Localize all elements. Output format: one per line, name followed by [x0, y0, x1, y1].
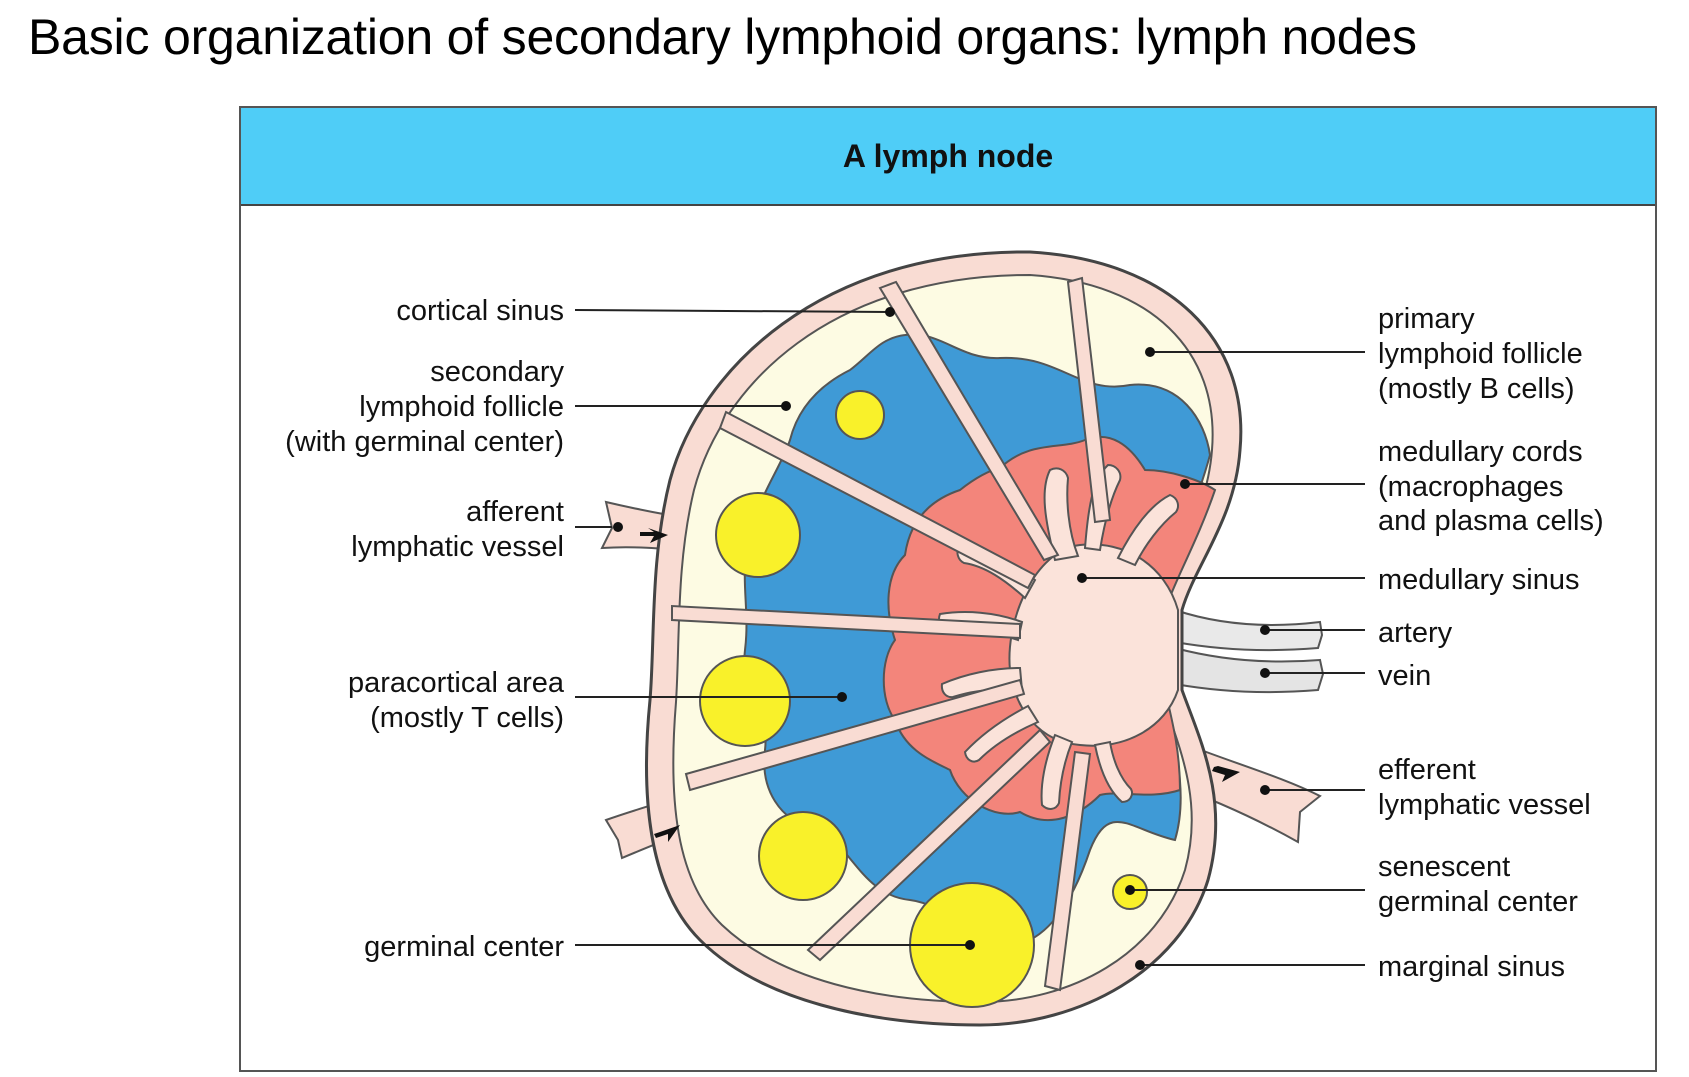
germinal-center — [835, 390, 885, 440]
label-afferent-2: lymphatic vessel — [351, 531, 564, 563]
label-efferent-2: lymphatic vessel — [1378, 789, 1591, 821]
label-paracortical-2: (mostly T cells) — [370, 702, 564, 734]
left-labels: cortical sinus secondary lymphoid follic… — [285, 295, 565, 963]
label-medullary-sinus: medullary sinus — [1378, 564, 1579, 596]
label-primary-follicle-2: lymphoid follicle — [1378, 338, 1583, 370]
trabecula — [718, 410, 1037, 590]
label-secondary-follicle-2: lymphoid follicle — [359, 391, 564, 423]
figure-header: A lymph node — [241, 108, 1655, 206]
right-labels: primary lymphoid follicle (mostly B cell… — [1378, 303, 1604, 983]
arrow-icon — [654, 825, 680, 842]
germinal-center — [715, 492, 801, 578]
label-artery: artery — [1378, 617, 1453, 649]
leader-lines — [574, 309, 1365, 966]
trabecula — [878, 280, 1060, 562]
label-marginal-sinus: marginal sinus — [1378, 951, 1565, 983]
medullary-sinus-region — [938, 463, 1179, 810]
sinus-finger — [1040, 733, 1074, 810]
vein-shape — [1174, 646, 1325, 693]
germinal-center — [699, 655, 791, 747]
arrow-icon — [1212, 766, 1240, 782]
trabeculae — [671, 276, 1112, 992]
label-primary-follicle-3: (mostly B cells) — [1378, 373, 1575, 405]
label-secondary-follicle-3: (with germinal center) — [285, 426, 564, 458]
blood-vessels — [1174, 608, 1325, 693]
label-efferent-1: efferent — [1378, 754, 1476, 786]
label-medullary-cords-2: (macrophages — [1378, 471, 1563, 503]
label-primary-follicle-1: primary — [1378, 303, 1475, 335]
label-germinal-center: germinal center — [364, 931, 564, 963]
trabecula — [1066, 276, 1112, 524]
germinal-center — [758, 811, 848, 901]
leader-dots — [613, 307, 1270, 970]
label-medullary-cords-1: medullary cords — [1378, 436, 1583, 468]
label-vein: vein — [1378, 660, 1431, 692]
sinus-finger — [1093, 740, 1133, 804]
arrow-icon — [640, 528, 668, 543]
label-afferent-1: afferent — [466, 496, 564, 528]
label-medullary-cords-3: and plasma cells) — [1378, 505, 1604, 537]
sinus-finger — [1116, 493, 1179, 567]
trabecula — [1043, 750, 1092, 992]
label-senescent-2: germinal center — [1378, 886, 1578, 918]
label-paracortical-1: paracortical area — [348, 667, 565, 699]
sinus-finger — [963, 704, 1040, 763]
trabecula — [671, 604, 1021, 640]
label-senescent-1: senescent — [1378, 851, 1510, 883]
artery-shape — [1174, 608, 1324, 651]
flow-arrows — [640, 528, 1240, 842]
sinus-finger — [1043, 467, 1080, 562]
trabecula — [684, 678, 1026, 792]
figure-title: A lymph node — [842, 137, 1054, 174]
slide-title: Basic organization of secondary lymphoid… — [28, 9, 1417, 65]
label-cortical-sinus: cortical sinus — [396, 295, 564, 327]
label-secondary-follicle-1: secondary — [430, 356, 564, 388]
trabecula — [806, 728, 1052, 962]
